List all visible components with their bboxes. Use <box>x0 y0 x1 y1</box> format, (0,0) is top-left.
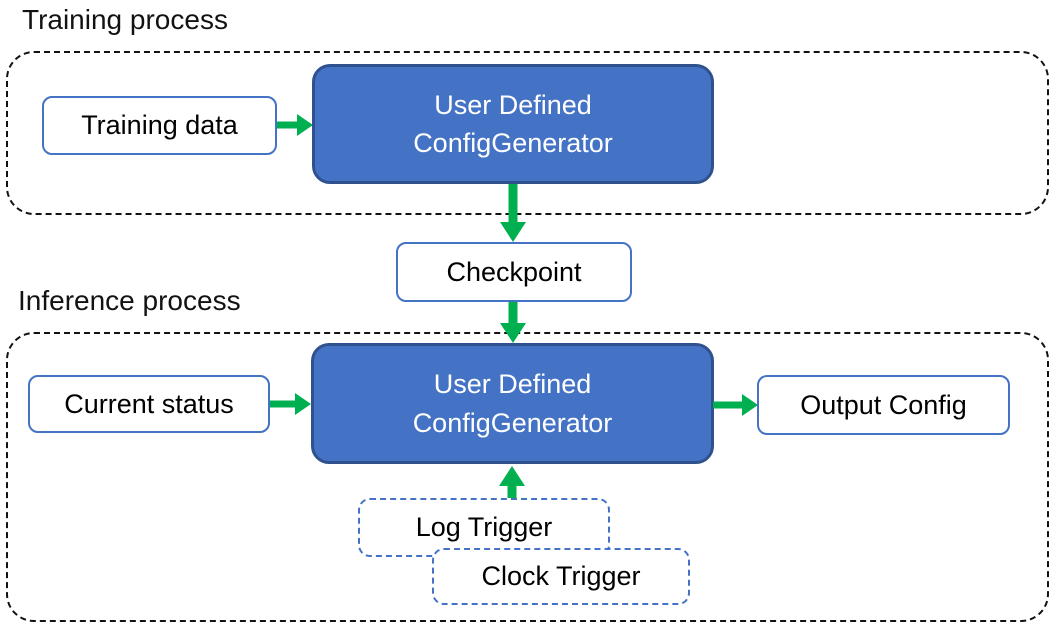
connector-current-status-to-generator <box>270 393 311 415</box>
inference-process-container <box>6 332 1049 622</box>
connector-training-data-to-generator <box>277 114 313 136</box>
clock-trigger-label: Clock Trigger <box>481 561 641 591</box>
current-status-box: Current status <box>28 375 270 433</box>
checkpoint-box: Checkpoint <box>396 242 632 302</box>
arrow-down-icon <box>500 302 526 343</box>
training-data-label: Training data <box>81 110 238 140</box>
arrow-down-icon <box>500 184 526 242</box>
training-process-label: Training process <box>22 4 228 35</box>
connector-checkpoint-to-inference-generator <box>500 302 526 343</box>
training-process-container <box>6 51 1049 215</box>
log-trigger-box: Log Trigger <box>358 498 610 557</box>
generator-line1: User Defined <box>434 89 592 120</box>
checkpoint-label: Checkpoint <box>446 256 582 287</box>
arrow-right-icon <box>277 114 313 136</box>
inference-process-label: Inference process <box>18 285 241 316</box>
generator-line2: ConfigGenerator <box>412 407 613 438</box>
output-config-label: Output Config <box>800 389 967 420</box>
arrow-right-icon <box>270 393 311 415</box>
current-status-label: Current status <box>64 388 234 419</box>
training-data-box: Training data <box>42 96 277 155</box>
generator-line1: User Defined <box>433 369 592 400</box>
inference-config-generator-box: User Defined ConfigGenerator <box>311 343 714 464</box>
generator-line2: ConfigGenerator <box>413 128 613 158</box>
connector-generator-to-checkpoint <box>500 184 526 242</box>
output-config-box: Output Config <box>757 375 1010 435</box>
log-trigger-label: Log Trigger <box>415 512 553 542</box>
clock-trigger-box: Clock Trigger <box>432 548 690 605</box>
arrow-right-icon <box>713 394 758 416</box>
arrow-up-icon <box>499 466 525 498</box>
connector-triggers-to-generator <box>499 466 525 498</box>
training-config-generator-box: User Defined ConfigGenerator <box>312 64 714 184</box>
connector-generator-to-output-config <box>713 394 758 416</box>
